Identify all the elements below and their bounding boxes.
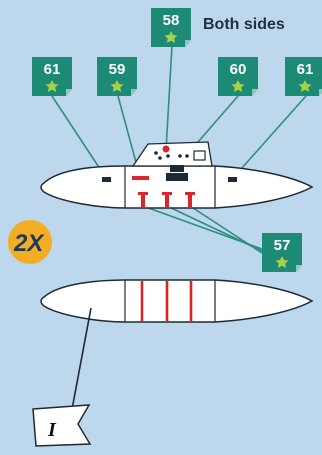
flag-pointer-line	[69, 307, 92, 421]
red-rail-piece	[132, 176, 149, 180]
leader-line-57c	[189, 205, 263, 254]
black-tile-piece-right	[228, 177, 237, 182]
callout-tile	[97, 57, 137, 96]
callout-tile	[151, 8, 191, 47]
folded-corner	[319, 89, 322, 96]
lower-hull-body	[40, 279, 314, 323]
callout-59: 59	[97, 57, 137, 96]
upper-hull-body	[40, 165, 314, 209]
cabin-structure	[131, 141, 213, 167]
red-post	[141, 194, 145, 208]
star-icon	[164, 31, 178, 43]
cabin-window	[193, 150, 206, 161]
callout-number: 57	[274, 237, 291, 254]
callout-number: 60	[230, 61, 247, 78]
star-icon	[275, 256, 289, 268]
callout-tile	[218, 57, 258, 96]
lower-hull-part	[40, 279, 314, 421]
callout-tile	[32, 57, 72, 96]
folded-corner	[296, 265, 302, 272]
callout-tile	[262, 233, 302, 272]
red-post-cap	[185, 192, 195, 195]
star-icon	[45, 80, 59, 92]
star-icon	[110, 80, 124, 92]
part-label-flag: I	[32, 404, 92, 447]
callout-tile	[285, 57, 322, 96]
red-post-cap	[162, 192, 172, 195]
folded-corner	[131, 89, 137, 96]
flag-shape	[32, 404, 92, 447]
red-post-pieces	[138, 192, 195, 208]
red-post	[165, 194, 169, 208]
leader-line-58	[165, 45, 173, 151]
cabin-dot	[166, 154, 170, 158]
red-post-cap	[138, 192, 148, 195]
cabin-dot	[185, 154, 189, 158]
multiplier-badge: 2X	[8, 220, 52, 264]
red-stripes	[140, 281, 193, 321]
callout-61-right: 61	[285, 57, 322, 96]
leader-line-61-right	[232, 95, 307, 179]
red-post	[188, 194, 192, 208]
callout-number: 61	[44, 61, 61, 78]
cabin-dot	[178, 154, 182, 158]
leader-lines	[51, 45, 307, 254]
folded-corner	[185, 40, 191, 47]
folded-corner	[252, 89, 258, 96]
cabin-dot	[158, 156, 162, 160]
star-icon	[298, 80, 312, 92]
flag-label: I	[47, 419, 57, 441]
callout-number: 59	[109, 61, 126, 78]
multiplier-badge-circle	[8, 220, 52, 264]
star-icon	[231, 80, 245, 92]
callout-58: 58	[151, 8, 191, 47]
upper-hull-part	[40, 141, 314, 209]
black-stand-piece	[170, 165, 184, 172]
black-stand-base	[166, 173, 188, 181]
black-tile-piece-left	[102, 177, 111, 182]
leader-line-61-left	[51, 95, 107, 179]
callout-61-left: 61	[32, 57, 72, 96]
callout-number: 61	[297, 61, 314, 78]
callout-57: 57	[262, 233, 302, 272]
multiplier-text: 2X	[13, 230, 45, 257]
callout-60: 60	[218, 57, 258, 96]
red-beacon-piece	[162, 145, 170, 153]
cabin-dot	[154, 151, 158, 155]
folded-corner	[66, 89, 72, 96]
both-sides-note: Both sides	[203, 16, 285, 33]
callout-number: 58	[163, 12, 180, 29]
